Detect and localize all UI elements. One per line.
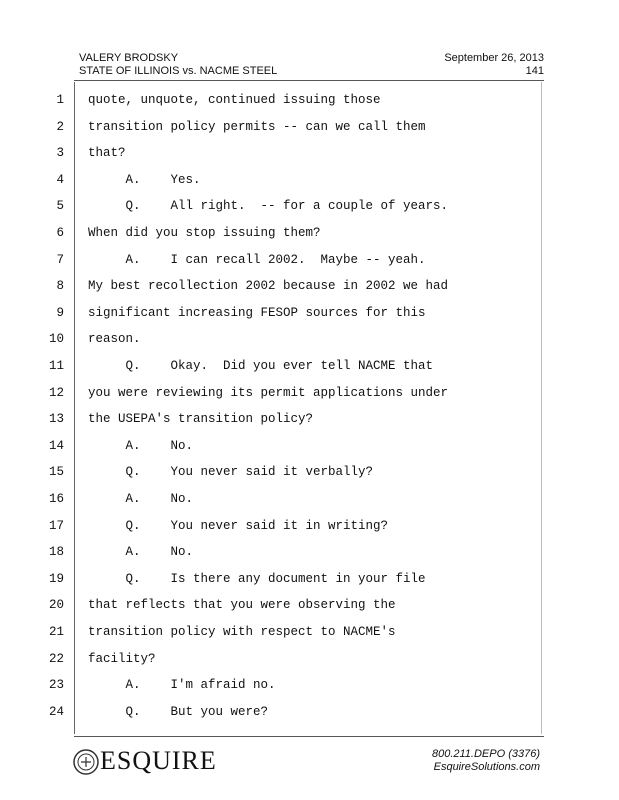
left-margin-line [74, 82, 75, 734]
line-text: When did you stop issuing them? [88, 226, 321, 240]
line-text: A. No. [88, 438, 194, 453]
line-text: Q. But you were? [88, 704, 269, 719]
transcript-line: 5 Q. All right. -- for a couple of years… [40, 195, 510, 217]
transcript-line: 4 A. Yes. [40, 169, 510, 191]
line-text: Q. You never said it in writing? [88, 518, 389, 533]
line-number: 24 [48, 704, 64, 719]
esquire-logo: ESQUIRE [72, 746, 232, 780]
right-margin-line [541, 82, 542, 734]
transcript-line: 21 transition policy with respect to NACM… [40, 621, 510, 643]
transcript-line: 18 A. No. [40, 541, 510, 563]
transcript-line: 19 Q. Is there any document in your file [40, 568, 510, 590]
line-number: 12 [48, 385, 64, 400]
transcript-line: 15 Q. You never said it verbally? [40, 461, 510, 483]
footer-contact: 800.211.DEPO (3376) EsquireSolutions.com [432, 748, 540, 774]
line-number: 8 [56, 279, 64, 294]
line-text: transition policy permits -- can we call… [88, 119, 426, 134]
transcript-line: 12 you were reviewing its permit applicat… [40, 382, 510, 404]
transcript-line: 1 quote, unquote, continued issuing those [40, 89, 510, 111]
line-text: that reflects that you were observing th… [88, 598, 396, 613]
line-text: facility? [88, 651, 156, 666]
page-number: 141 [525, 65, 544, 77]
line-text: quote, unquote, continued issuing those [88, 93, 381, 107]
line-text: A. Yes. [88, 172, 201, 187]
transcript-line: 23 A. I'm afraid no. [40, 674, 510, 696]
line-number: 15 [48, 465, 64, 480]
line-number: 21 [48, 625, 64, 639]
line-text: you were reviewing its permit applicatio… [88, 385, 449, 400]
line-number: 3 [56, 146, 64, 161]
line-text: Q. You never said it verbally? [88, 465, 374, 480]
transcript-line: 9 significant increasing FESOP sources fo… [40, 302, 510, 324]
transcript-line: 16 A. No. [40, 488, 510, 510]
line-number: 14 [48, 438, 64, 453]
line-text: that? [88, 146, 126, 161]
line-text: My best recollection 2002 because in 200… [88, 279, 449, 294]
transcript-line: 14 A. No. [40, 435, 510, 457]
line-number: 2 [56, 119, 64, 134]
line-text: Q. Okay. Did you ever tell NACME that [88, 359, 434, 373]
line-number: 13 [48, 412, 64, 427]
page-header: VALERY BRODSKY STATE OF ILLINOIS vs. NAC… [79, 52, 544, 80]
line-number: 17 [48, 518, 64, 533]
witness-name: VALERY BRODSKY [79, 52, 179, 64]
line-number: 23 [48, 678, 64, 693]
line-number: 10 [48, 332, 64, 347]
line-number: 22 [48, 651, 64, 666]
line-number: 9 [56, 305, 64, 320]
line-number: 16 [48, 492, 64, 506]
transcript-line: 11 Q. Okay. Did you ever tell NACME that [40, 355, 510, 377]
line-text: A. No. [88, 492, 194, 506]
deposition-date: September 26, 2013 [444, 52, 544, 64]
line-text: Q. Is there any document in your file [88, 571, 426, 586]
line-number: 20 [48, 598, 64, 613]
line-number: 6 [56, 226, 64, 240]
line-number: 4 [56, 172, 64, 187]
line-text: reason. [88, 332, 141, 347]
transcript-line: 17 Q. You never said it in writing? [40, 515, 510, 537]
line-text: A. I can recall 2002. Maybe -- yeah. [88, 252, 426, 267]
footer-phone: 800.211.DEPO (3376) [431, 748, 540, 760]
line-text: transition policy with respect to NACME'… [88, 625, 396, 639]
line-number: 7 [56, 252, 64, 267]
line-number: 1 [56, 93, 64, 107]
line-number: 11 [48, 359, 64, 373]
seal-icon [73, 749, 99, 775]
line-text: A. No. [88, 545, 194, 560]
transcript-line: 6 When did you stop issuing them? [40, 222, 510, 244]
transcript-line: 24 Q. But you were? [40, 701, 510, 723]
transcript-line: 13 the USEPA's transition policy? [40, 408, 510, 430]
line-text: significant increasing FESOP sources for… [88, 305, 426, 320]
transcript-line: 10 reason. [40, 328, 510, 350]
top-rule [74, 80, 544, 81]
line-text: A. I'm afraid no. [88, 678, 276, 693]
footer-site: EsquireSolutions.com [433, 761, 540, 773]
transcript-line: 20 that reflects that you were observing … [40, 594, 510, 616]
transcript-line: 8 My best recollection 2002 because in 20… [40, 275, 510, 297]
line-text: Q. All right. -- for a couple of years. [88, 199, 449, 214]
transcript-line: 3 that? [40, 142, 510, 164]
line-text: the USEPA's transition policy? [88, 412, 314, 427]
transcript-line: 7 A. I can recall 2002. Maybe -- yeah. [40, 249, 510, 271]
logo-text: ESQUIRE [100, 746, 217, 775]
transcript-line: 22 facility? [40, 648, 510, 670]
line-number: 5 [56, 199, 64, 214]
transcript-line: 2 transition policy permits -- can we cal… [40, 116, 510, 138]
bottom-rule [74, 736, 544, 737]
line-number: 19 [48, 571, 64, 586]
case-title: STATE OF ILLINOIS vs. NACME STEEL [79, 65, 278, 77]
line-number: 18 [48, 545, 64, 560]
